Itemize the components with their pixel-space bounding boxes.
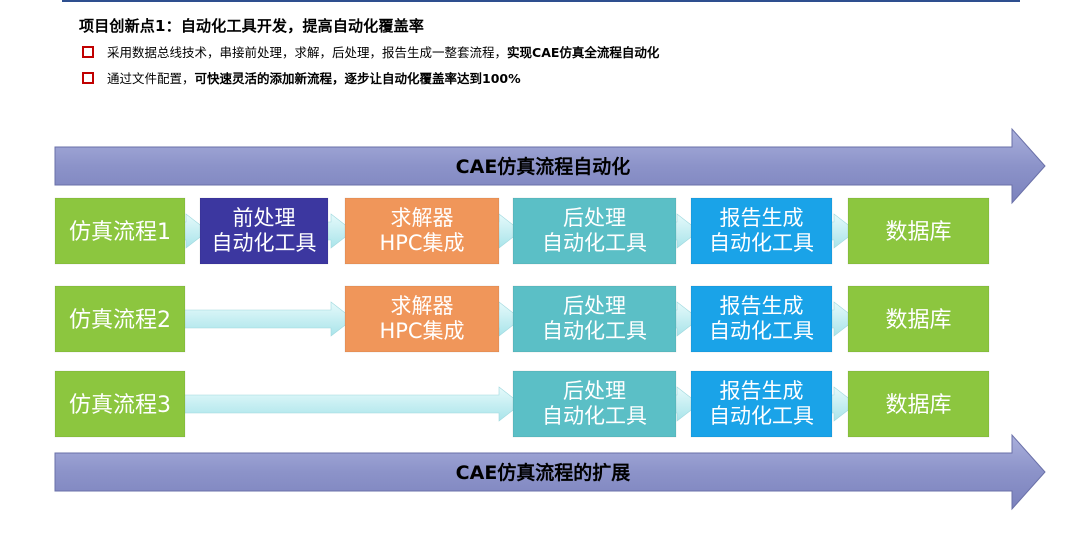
flow-start-node-label: 仿真流程1 <box>69 220 171 245</box>
connector-arrow <box>180 386 522 422</box>
flow-start-node-box <box>54 285 186 353</box>
step-node-report-box <box>690 197 833 265</box>
step-node-db-box <box>847 370 990 438</box>
step-node-solver-label: HPC集成 <box>379 319 464 343</box>
step-node-report-box <box>690 370 833 438</box>
step-node-db: 数据库 <box>847 370 990 438</box>
step-node-solver-label: 求解器 <box>391 294 454 318</box>
step-node-solver-box <box>344 285 500 353</box>
step-node-post-box <box>512 197 677 265</box>
step-node-solver-box <box>344 197 500 265</box>
step-node-solver-label: 求解器 <box>391 206 454 230</box>
flow-start-node-box <box>54 197 186 265</box>
bullet-item: 通过文件配置，可快速灵活的添加新流程，逐步让自动化覆盖率达到100% <box>82 68 521 87</box>
flow-start-node: 仿真流程1 <box>54 197 186 265</box>
step-node-report-label: 自动化工具 <box>709 231 814 255</box>
bullet-bold-text: 可快速灵活的添加新流程，逐步让自动化覆盖率达到100% <box>194 71 521 86</box>
band-arrow-top-label: CAE仿真流程自动化 <box>456 155 631 178</box>
flow-start-node: 仿真流程2 <box>54 285 186 353</box>
bullet-text: 采用数据总线技术，串接前处理，求解，后处理，报告生成一整套流程， <box>107 45 508 60</box>
band-arrow-top-shape <box>54 127 1046 205</box>
top-rule <box>62 0 1020 2</box>
step-node-pre-box <box>199 197 329 265</box>
step-node-db-label: 数据库 <box>885 220 951 245</box>
step-node-post-label: 后处理 <box>563 206 626 230</box>
bullet-bold-text: 实现CAE仿真全流程自动化 <box>507 45 660 60</box>
step-node-pre-label: 前处理 <box>233 206 296 230</box>
step-node-post-label: 后处理 <box>563 294 626 318</box>
band-arrow-bottom: CAE仿真流程的扩展 <box>54 433 1046 511</box>
step-node-pre-label: 自动化工具 <box>212 231 317 255</box>
step-node-post-label: 后处理 <box>563 379 626 403</box>
step-node-report-label: 报告生成 <box>720 206 804 230</box>
step-node-db: 数据库 <box>847 197 990 265</box>
step-node-post-box <box>512 285 677 353</box>
step-node-report-label: 自动化工具 <box>709 319 814 343</box>
band-arrow-bottom-label: CAE仿真流程的扩展 <box>456 461 631 484</box>
step-node-db-box <box>847 197 990 265</box>
flow-start-node-label: 仿真流程2 <box>69 308 171 333</box>
page-heading: 项目创新点1：自动化工具开发，提高自动化覆盖率 <box>79 17 425 35</box>
bullet-box-icon <box>82 71 94 84</box>
step-node-post-label: 自动化工具 <box>542 319 647 343</box>
flow-start-node-box <box>54 370 186 438</box>
step-node-db: 数据库 <box>847 285 990 353</box>
bullet-box-icon <box>82 45 94 58</box>
bullet-text: 通过文件配置， <box>107 71 195 86</box>
step-node-db-label: 数据库 <box>885 393 951 418</box>
step-node-report-label: 报告生成 <box>720 294 804 318</box>
flow-start-node-label: 仿真流程3 <box>69 393 171 418</box>
connector-arrow <box>180 301 354 337</box>
step-node-db-label: 数据库 <box>885 308 951 333</box>
flow-start-node: 仿真流程3 <box>54 370 186 438</box>
band-arrow-bottom-shape <box>54 433 1046 511</box>
step-node-post-label: 自动化工具 <box>542 404 647 428</box>
step-node-report-box <box>690 285 833 353</box>
bullet-item: 采用数据总线技术，串接前处理，求解，后处理，报告生成一整套流程，实现CAE仿真全… <box>82 42 659 61</box>
step-node-post-box <box>512 370 677 438</box>
step-node-report-label: 自动化工具 <box>709 404 814 428</box>
step-node-post-label: 自动化工具 <box>542 231 647 255</box>
step-node-report-label: 报告生成 <box>720 379 804 403</box>
step-node-db-box <box>847 285 990 353</box>
band-arrow-top: CAE仿真流程自动化 <box>54 127 1046 205</box>
step-node-solver-label: HPC集成 <box>379 231 464 255</box>
